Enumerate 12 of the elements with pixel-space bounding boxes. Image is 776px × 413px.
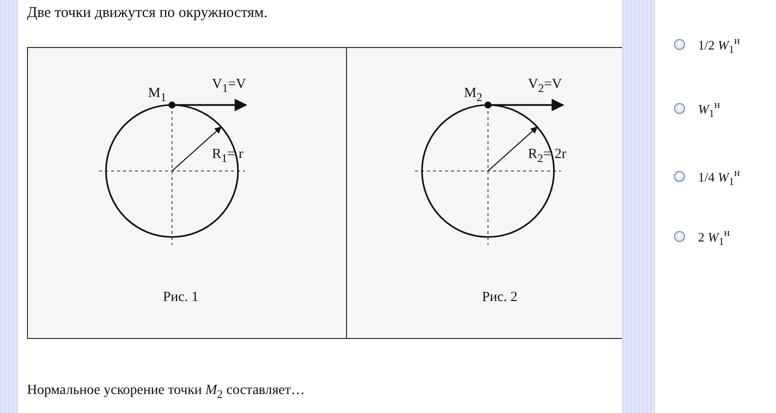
- figure-caption: Рис. 2: [482, 290, 518, 306]
- radius-label: R$_{1}$= r: [212, 147, 244, 165]
- figure-caption: Рис. 1: [163, 290, 198, 306]
- question-text: Две точки движутся по окружностям.: [27, 5, 268, 22]
- question-text: Нормальное ускорение точки M$_{2}$ составляет…: [27, 383, 305, 401]
- point-label: M$_{1}$: [148, 86, 166, 104]
- figure-panel: [346, 47, 622, 339]
- radius-label: R$_{2}$= 2r: [528, 147, 566, 165]
- figure-panel: [27, 47, 347, 339]
- point-label: M$_{2}$: [464, 86, 482, 104]
- velocity-label: V$_{2}$=V: [528, 77, 562, 95]
- velocity-label: V$_{1}$=V: [212, 77, 246, 95]
